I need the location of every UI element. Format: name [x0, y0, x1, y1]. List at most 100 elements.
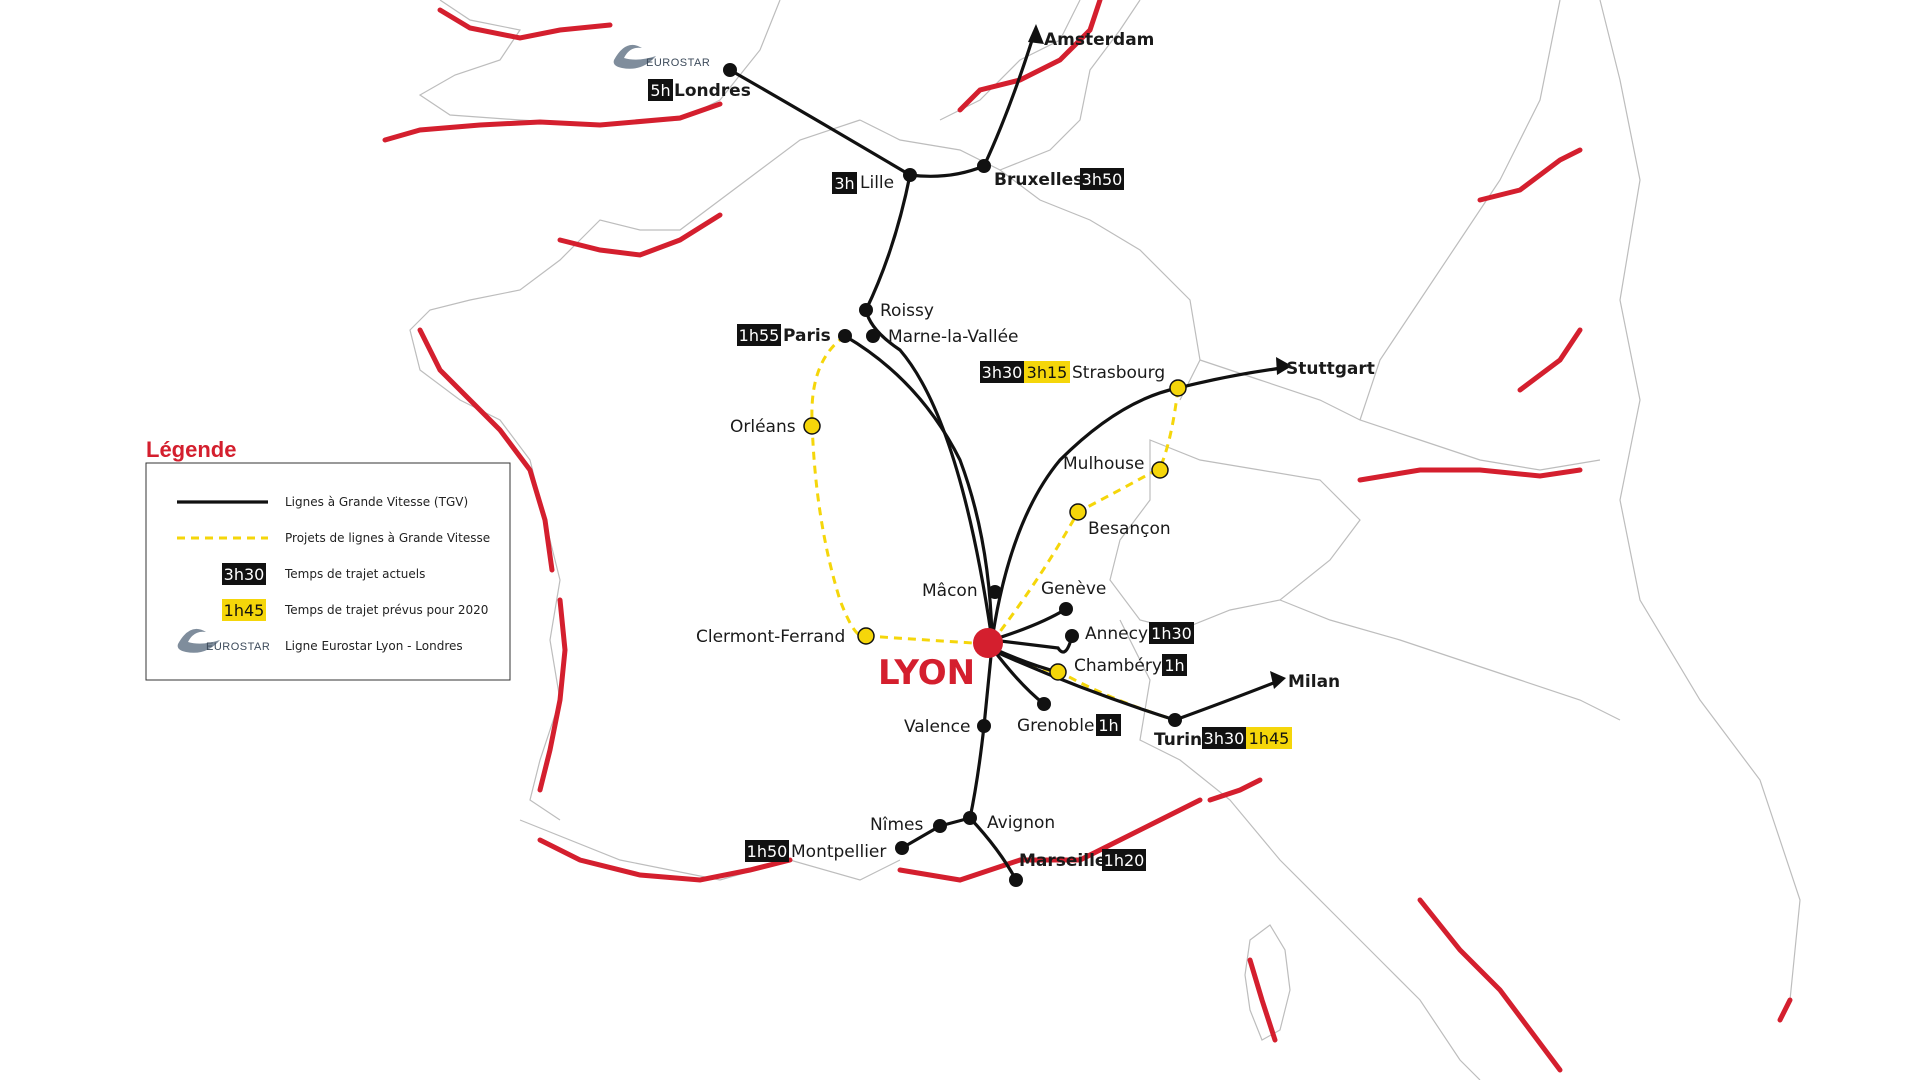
arrowheads — [1028, 24, 1292, 689]
label-amsterdam: Amsterdam — [1044, 30, 1154, 50]
label-lille: Lille — [860, 173, 894, 193]
legend-item-eurostar: Ligne Eurostar Lyon - Londres — [285, 639, 463, 653]
station-strasbourg — [1169, 379, 1187, 397]
arrow-amsterdam-icon — [1028, 24, 1044, 44]
svg-text:1h50: 1h50 — [747, 842, 788, 861]
badge-strasbourg-future: 3h15 — [1024, 361, 1070, 383]
svg-text:1h: 1h — [1098, 716, 1118, 735]
label-marseille: Marseille — [1019, 851, 1106, 871]
legend-item-future: Temps de trajet prévus pour 2020 — [284, 603, 488, 617]
badge-paris: 1h55 — [737, 324, 781, 346]
station-marseille — [1009, 873, 1023, 887]
station-chambery — [1049, 663, 1067, 681]
label-londres: Londres — [674, 81, 751, 101]
badge-strasbourg-current: 3h30 — [980, 361, 1024, 383]
legend-item-projects: Projets de lignes à Grande Vitesse — [285, 531, 490, 545]
legend: Légende Lignes à Grande Vitesse (TGV) Pr… — [145, 437, 511, 681]
station-roissy — [859, 303, 873, 317]
line-bruxelles-amsterdam — [982, 32, 1036, 168]
city-labels: Amsterdam Londres Lille Bruxelles Roissy… — [674, 30, 1375, 871]
arrow-milan-icon — [1270, 671, 1286, 689]
badge-londres: 5h — [648, 79, 673, 101]
label-grenoble: Grenoble — [1017, 716, 1094, 736]
stations — [723, 63, 1187, 887]
legend-item-tgv: Lignes à Grande Vitesse (TGV) — [285, 495, 468, 509]
station-macon — [988, 585, 1002, 599]
label-bruxelles: Bruxelles — [994, 170, 1083, 190]
badge-turin-current: 3h30 — [1202, 727, 1246, 749]
label-strasbourg: Strasbourg — [1072, 363, 1165, 383]
label-geneve: Genève — [1041, 579, 1106, 599]
label-lyon: LYON — [878, 653, 975, 693]
station-turin — [1168, 713, 1182, 727]
label-marne: Marne-la-Vallée — [888, 327, 1019, 347]
project-line-lyon-besancon-mulhouse-strasbourg — [990, 387, 1180, 643]
coastline — [382, 0, 1793, 1073]
station-annecy — [1065, 629, 1079, 643]
badge-chambery: 1h — [1162, 654, 1187, 676]
time-badges: 5h 3h 3h50 1h55 3h30 3h15 1h30 1h 1h 3h3… — [648, 79, 1292, 871]
arrow-stuttgart-icon — [1276, 357, 1292, 375]
svg-text:3h30: 3h30 — [982, 363, 1023, 382]
label-annecy: Annecy — [1085, 624, 1148, 644]
station-lyon-hub — [973, 628, 1003, 658]
label-chambery: Chambéry — [1074, 656, 1162, 676]
line-lyon-valence — [982, 644, 994, 728]
svg-text:1h: 1h — [1164, 656, 1184, 675]
legend-title: Légende — [146, 437, 236, 462]
badge-montpellier: 1h50 — [745, 840, 789, 862]
legend-sample-future: 1h45 — [224, 601, 265, 620]
label-milan: Milan — [1288, 672, 1340, 692]
label-valence: Valence — [904, 717, 971, 737]
svg-text:1h30: 1h30 — [1151, 624, 1192, 643]
station-bruxelles — [977, 159, 991, 173]
line-lyon-turin — [990, 648, 1177, 722]
svg-text:3h50: 3h50 — [1082, 170, 1123, 189]
line-lille-bruxelles — [908, 164, 986, 178]
legend-sample-current: 3h30 — [224, 565, 265, 584]
station-paris — [838, 329, 852, 343]
svg-text:1h45: 1h45 — [1249, 729, 1290, 748]
badge-grenoble: 1h — [1096, 714, 1121, 736]
station-valence — [977, 719, 991, 733]
label-roissy: Roissy — [880, 301, 934, 321]
line-lyon-strasbourg — [990, 386, 1180, 642]
station-avignon — [963, 811, 977, 825]
label-turin: Turin — [1154, 730, 1202, 750]
svg-text:3h15: 3h15 — [1027, 363, 1068, 382]
station-marne — [866, 329, 880, 343]
station-nimes — [933, 819, 947, 833]
label-macon: Mâcon — [922, 581, 978, 601]
badge-annecy: 1h30 — [1149, 622, 1194, 644]
station-londres — [723, 63, 737, 77]
station-lille — [903, 168, 917, 182]
badge-bruxelles: 3h50 — [1080, 168, 1124, 190]
badge-turin-future: 1h45 — [1246, 727, 1292, 749]
project-line-clermont-lyon — [865, 634, 989, 646]
eurostar-logo: EUROSTAR — [613, 44, 710, 69]
label-paris: Paris — [783, 326, 831, 346]
line-nimes-montpellier — [900, 824, 942, 850]
line-lyon-geneve — [990, 607, 1068, 642]
svg-text:EUROSTAR: EUROSTAR — [646, 57, 710, 69]
station-grenoble — [1037, 697, 1051, 711]
label-clermont: Clermont-Ferrand — [696, 627, 845, 647]
line-lille-roissy — [864, 173, 912, 312]
line-lyon-annecy — [990, 638, 1060, 650]
country-borders — [409, 0, 1801, 1080]
badge-marseille: 1h20 — [1102, 849, 1146, 871]
label-mulhouse: Mulhouse — [1063, 454, 1144, 474]
project-line-paris-clermont — [810, 334, 866, 638]
station-montpellier — [895, 841, 909, 855]
label-nimes: Nîmes — [870, 815, 923, 835]
line-valence-avignon — [968, 724, 986, 820]
label-besancon: Besançon — [1088, 519, 1171, 539]
line-turin-milan — [1173, 680, 1278, 722]
line-lyon-grenoble — [990, 646, 1046, 706]
svg-text:1h55: 1h55 — [739, 326, 780, 345]
label-avignon: Avignon — [987, 813, 1055, 833]
station-geneve — [1059, 602, 1073, 616]
legend-item-current: Temps de trajet actuels — [284, 567, 425, 581]
svg-text:5h: 5h — [650, 81, 670, 100]
